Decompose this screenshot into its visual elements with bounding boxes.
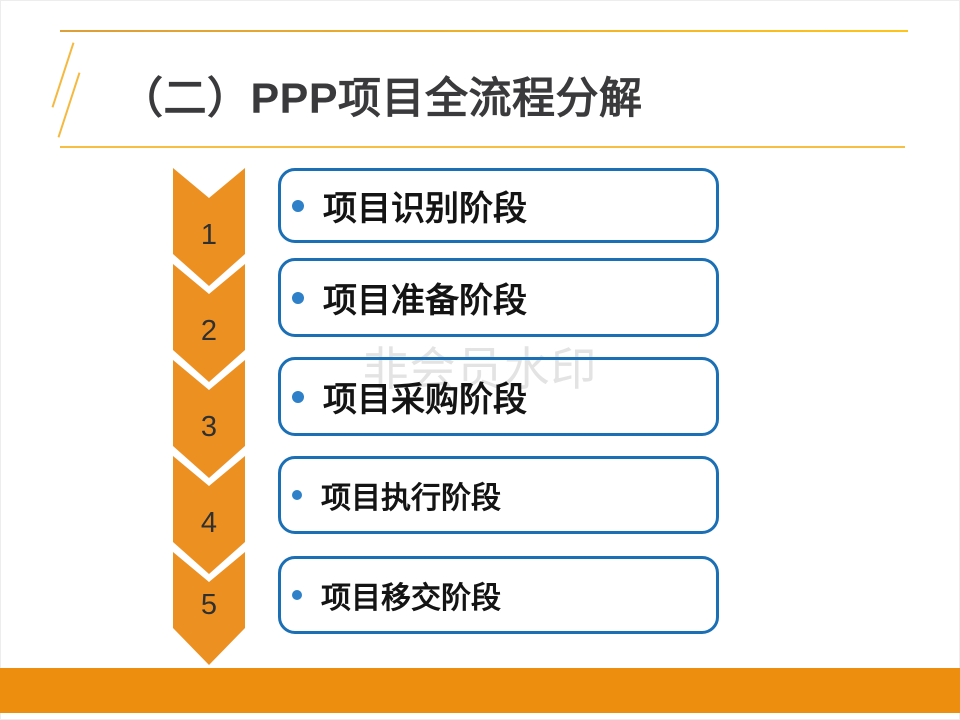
- bullet-icon: [292, 291, 304, 304]
- stage-number: 3: [201, 411, 217, 443]
- bullet-icon: [292, 490, 302, 500]
- stage-box-execution: 项目执行阶段: [278, 456, 719, 534]
- stage-label: 项目移交阶段: [321, 582, 501, 615]
- chevron-arrow-stack: 1 2 3 4 5: [173, 168, 245, 665]
- chevron-segment: [173, 264, 245, 382]
- stage-box-preparation: 项目准备阶段: [278, 258, 719, 337]
- title-underline: [60, 146, 905, 148]
- chevron-segment: [173, 168, 245, 286]
- bottom-accent-bar: [0, 668, 960, 713]
- stage-box-procurement: 项目采购阶段: [278, 357, 719, 436]
- stage-number: 5: [201, 589, 217, 621]
- stage-label: 项目识别阶段: [323, 190, 527, 228]
- chevron-segment: [173, 456, 245, 574]
- stage-label: 项目采购阶段: [323, 381, 527, 419]
- chevron-segment: [173, 552, 245, 665]
- watermark-text: 非会员水印: [362, 343, 598, 395]
- stage-box-identification: 项目识别阶段: [278, 168, 719, 243]
- stage-box-transfer: 项目移交阶段: [278, 556, 719, 634]
- top-accent-line: [60, 30, 908, 32]
- stage-number: 2: [201, 315, 217, 347]
- chevron-segment: [173, 360, 245, 478]
- stage-label: 项目准备阶段: [323, 282, 527, 320]
- bullet-icon: [292, 390, 304, 403]
- stage-number: 4: [201, 507, 217, 539]
- bullet-icon: [292, 199, 304, 212]
- stage-number: 1: [201, 219, 217, 251]
- stage-label: 项目执行阶段: [321, 482, 501, 515]
- slide-title: （二）PPP项目全流程分解: [120, 75, 643, 123]
- bullet-icon: [292, 590, 302, 600]
